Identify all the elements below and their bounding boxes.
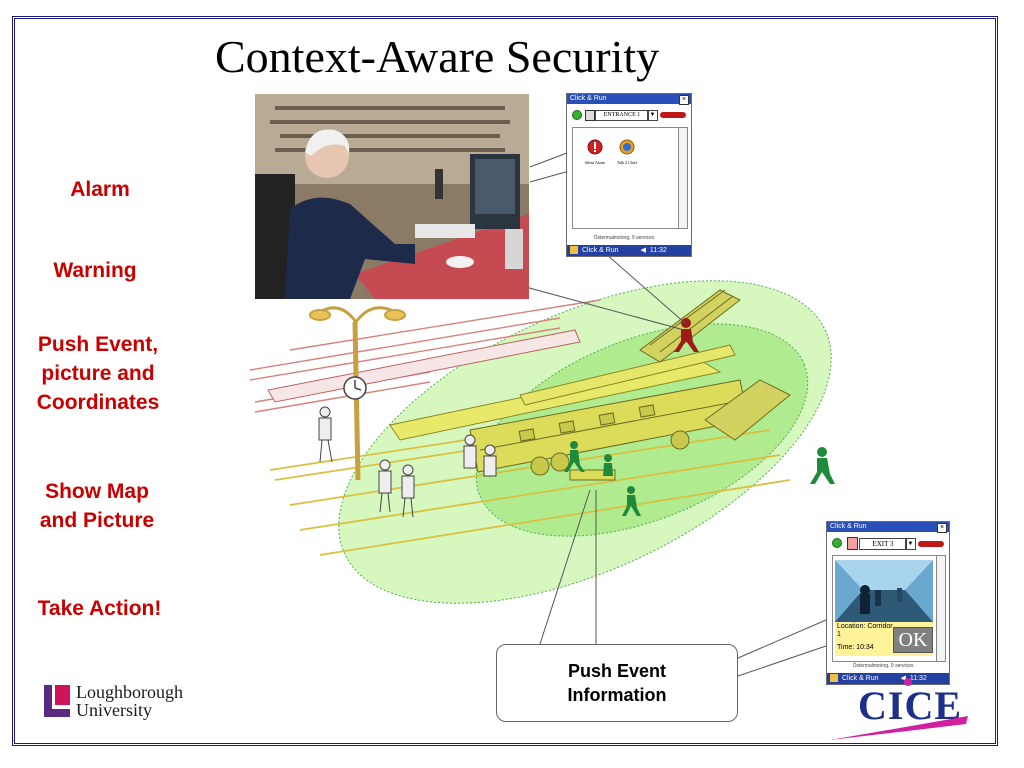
tracked-person-icon [603, 454, 613, 476]
scrollbar[interactable] [936, 555, 946, 662]
chevron-down-icon[interactable]: ▼ [905, 538, 916, 550]
corridor-photo [835, 560, 933, 622]
pda-footer: Östermalmstorg, 9 services [852, 663, 914, 669]
globe-icon [619, 139, 635, 155]
pda-taskbar: Click & Run ◀ 11:32 [827, 673, 949, 684]
windows-icon[interactable] [830, 674, 838, 683]
bench [569, 469, 616, 481]
pda-title: Click & Run [570, 95, 607, 102]
cice-swoosh-icon [830, 716, 968, 740]
pda-title-bar: Click & Run × [567, 94, 691, 105]
location-select[interactable]: EXIT 3 [859, 538, 907, 550]
talk-chief-label: Talk 2 Chief [617, 160, 637, 165]
lamp-post [309, 306, 406, 481]
lboro-name: Loughborough [76, 682, 183, 702]
step-take-action: Take Action! [37, 597, 162, 620]
silent-alarm-label: Silent Alarm [584, 160, 606, 165]
ok-button[interactable]: OK [893, 627, 933, 653]
suspect-person-icon [674, 318, 699, 352]
lips-icon [918, 541, 944, 547]
speaker-icon[interactable]: ◀ [640, 247, 646, 254]
event-card: Location: Corridor 1 Time: 10:34 OK [835, 560, 933, 656]
pda-footer: Östermalmstorg, 9 services [593, 235, 655, 241]
step-show-map: Show Map and Picture [39, 480, 155, 532]
step-push-event: Push Event, picture and Coordinates [36, 333, 160, 414]
close-icon[interactable]: × [937, 523, 947, 533]
slide-border [12, 16, 998, 746]
pda-title: Click & Run [830, 523, 867, 530]
pda-event-window: Click & Run × EXIT 3 ▼ Location: Corrido… [826, 521, 950, 685]
close-icon[interactable]: × [679, 95, 689, 105]
windows-icon[interactable] [570, 246, 578, 255]
event-time: Time: 10:34 [837, 644, 874, 651]
callout-text: Push Event Information [567, 661, 667, 705]
scrollbar[interactable] [678, 127, 688, 229]
passenger-icon [401, 464, 415, 518]
passenger-sketches [318, 406, 497, 518]
status-green-icon [832, 538, 842, 548]
cice-dot-icon [904, 678, 912, 686]
pda-title-bar: Click & Run × [827, 522, 949, 533]
passenger-icon [318, 406, 333, 463]
silent-alarm-button[interactable]: Silent Alarm [581, 139, 609, 165]
slide-title: Context-Aware Security [215, 31, 660, 82]
location-select[interactable]: ENTRANCE 1 [595, 110, 649, 121]
lboro-mark-icon [44, 685, 70, 717]
pda-alert-window: Click & Run × ENTRANCE 1 ▼ Silent Alarm … [566, 93, 692, 257]
lboro-university: University [76, 700, 152, 720]
tracked-people [564, 441, 835, 516]
pda-taskbar: Click & Run ◀ 11:32 [567, 245, 691, 256]
push-event-callout: Push Event Information [496, 644, 738, 722]
alarm-icon [587, 139, 603, 155]
operator-photo [255, 94, 529, 299]
tracked-person-icon [622, 486, 641, 516]
step-alarm: Alarm [70, 178, 130, 201]
taskbar-time: 11:32 [909, 675, 927, 682]
cice-text: CICE [858, 683, 963, 728]
tracked-person-icon [810, 447, 835, 484]
passenger-icon [463, 434, 477, 469]
taskbar-app[interactable]: Click & Run [581, 247, 619, 254]
passenger-icon [483, 444, 497, 477]
clock-icon [343, 376, 367, 400]
status-green-icon [572, 110, 582, 120]
speaker-icon[interactable]: ◀ [900, 675, 906, 682]
tracked-person-icon [564, 441, 585, 472]
talk-chief-button[interactable]: Talk 2 Chief [613, 139, 641, 165]
chevron-down-icon[interactable]: ▼ [647, 110, 658, 121]
lips-icon [660, 112, 686, 118]
event-location: Location: Corridor 1 [837, 623, 893, 638]
step-warning: Warning [53, 259, 137, 282]
passenger-icon [378, 459, 392, 513]
platform-lines [249, 299, 601, 413]
door-icon [585, 110, 595, 121]
taskbar-app[interactable]: Click & Run [841, 675, 879, 682]
exit-icon [847, 537, 858, 550]
taskbar-time: 11:32 [649, 247, 667, 254]
